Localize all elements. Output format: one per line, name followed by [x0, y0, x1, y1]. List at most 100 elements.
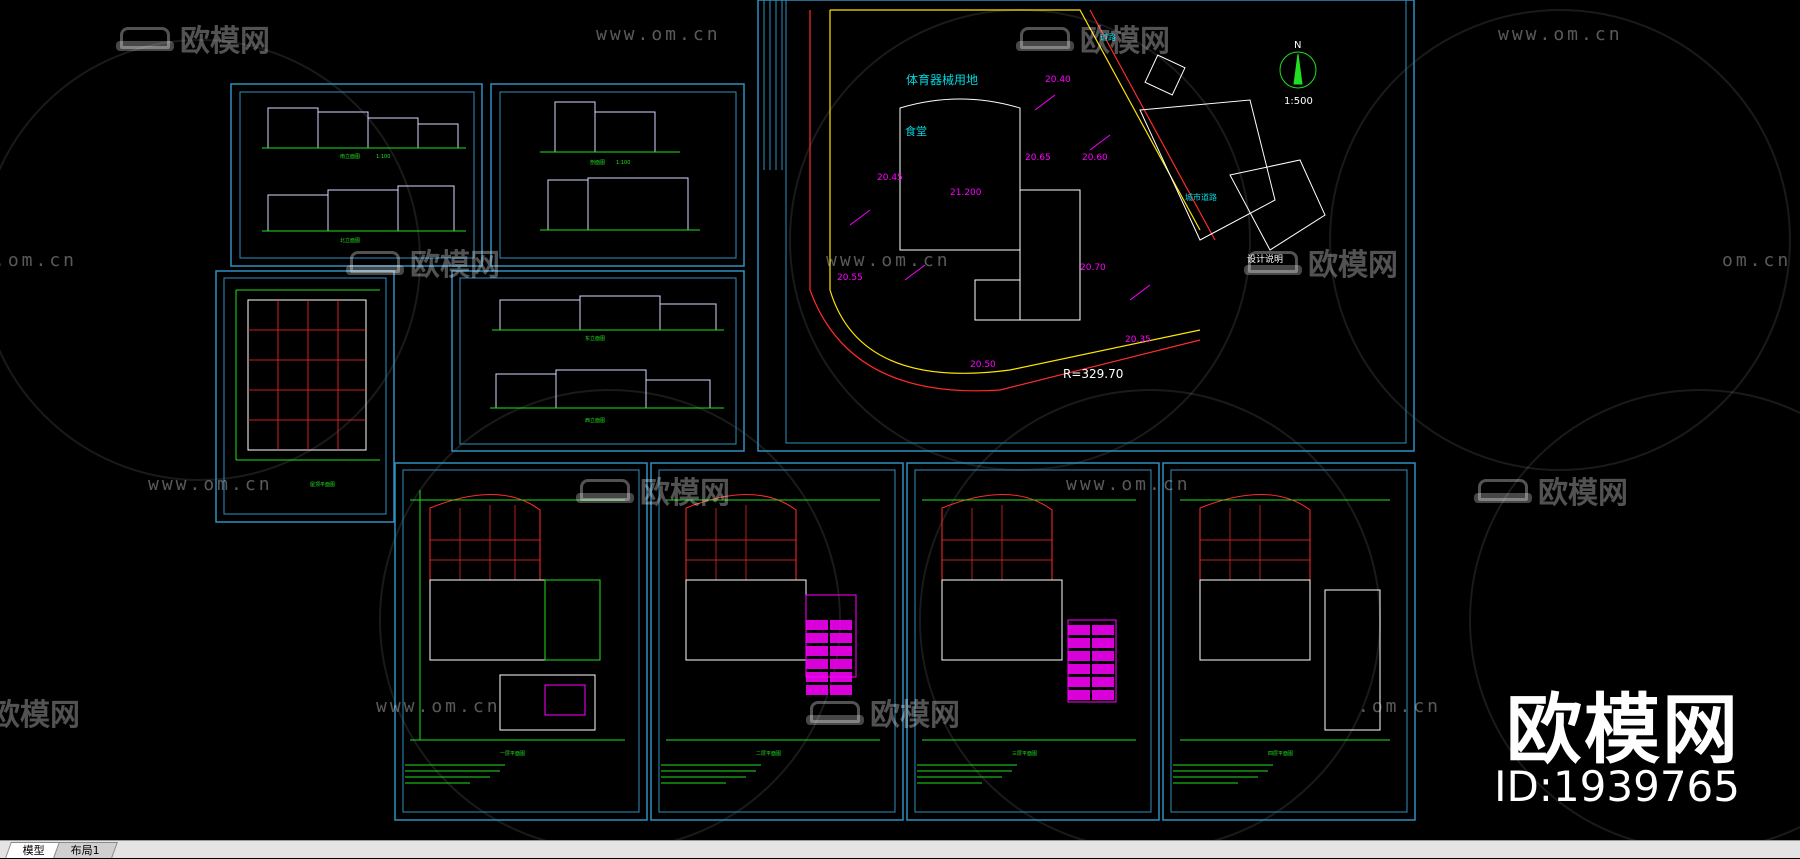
parking-space — [830, 633, 852, 643]
watermark-url-4: www.om.cn — [826, 250, 951, 271]
watermark-url-3: .om.cn — [0, 250, 78, 271]
sheet-floor-4 — [1162, 462, 1416, 821]
parking-space — [1092, 651, 1114, 661]
site-scale-label: 1:500 — [1284, 96, 1313, 107]
parking-space — [830, 672, 852, 682]
parking-space — [1068, 677, 1090, 687]
north-label: N — [1294, 40, 1301, 51]
parking-space — [806, 659, 828, 669]
watermark-url-5: om.cn — [1722, 250, 1792, 271]
plan-notes — [405, 764, 1273, 784]
roof-plan-drawing — [235, 289, 380, 461]
parking-space — [830, 646, 852, 656]
sheet-east-elevation — [451, 270, 745, 452]
sheet-section — [490, 83, 745, 267]
sofa-icon — [1474, 475, 1532, 505]
parking-space — [1068, 664, 1090, 674]
watermark-logo-text: 欧模网 — [0, 698, 80, 733]
elevation-6: 20.40 — [1045, 75, 1071, 85]
parking-space — [806, 685, 828, 695]
sofa-icon — [116, 23, 174, 53]
elevation-drawings — [262, 101, 724, 409]
site-notes-title: 设计说明 — [1247, 253, 1283, 265]
site-road-label-2: 城市道路 — [1185, 192, 1217, 202]
watermark-logo-text: 欧模网 — [1080, 24, 1170, 59]
watermark-url-1: www.om.cn — [596, 24, 721, 45]
site-radius-label: R=329.70 — [1063, 367, 1123, 381]
sheet-floor-2 — [650, 462, 904, 821]
sheet-title-north: 北立面图 — [340, 237, 360, 244]
elevation-5: 20.50 — [970, 360, 996, 370]
parking-space — [1092, 664, 1114, 674]
watermark-logo-7: 欧模网 — [0, 690, 80, 734]
parking-space — [806, 620, 828, 630]
watermark-logo-1: 欧模网 — [116, 16, 270, 60]
elevation-9: 21.200 — [950, 188, 982, 198]
parking-space — [1092, 690, 1114, 700]
floor-plan-1 — [410, 490, 625, 741]
parking-grids — [806, 620, 1114, 700]
sheet-title-floor-2: 二层平面图 — [756, 751, 781, 757]
sheet-site-plan — [757, 0, 1415, 452]
sofa-icon — [806, 697, 864, 727]
parking-space — [1092, 638, 1114, 648]
parking-space — [1068, 690, 1090, 700]
site-plan-texts: 体育器械用地 食堂 N 1:500 R=329.70 设计说明 道路 城市道路 … — [837, 32, 1313, 381]
sofa-icon — [576, 475, 634, 505]
sofa-icon — [1016, 23, 1074, 53]
watermark-logo-text: 欧模网 — [1538, 476, 1628, 511]
sheet-title-floor-3: 三层平面图 — [1012, 751, 1037, 757]
parking-space — [1092, 625, 1114, 635]
tab-layout-1[interactable]: 布局1 — [53, 842, 118, 858]
sheet-titles: 南立面图 北立面图 剖面图 东立面图 西立面图 屋顶平面图 一层平面图 二层平面… — [310, 153, 1293, 757]
parking-space — [830, 620, 852, 630]
site-title-strip — [763, 0, 783, 170]
watermark-logo-4: 欧模网 — [1244, 240, 1398, 284]
site-zone-label: 体育器械用地 — [906, 72, 978, 87]
watermark-url-2: www.om.cn — [1498, 24, 1623, 45]
watermark-logo-text: 欧模网 — [410, 248, 500, 283]
sheet-title-floor-4: 四层平面图 — [1268, 751, 1293, 757]
brand-id: ID:1939765 — [1494, 762, 1740, 811]
watermark-logo-5: 欧模网 — [576, 468, 730, 512]
site-road-label: 道路 — [1100, 32, 1116, 42]
site-building-label: 食堂 — [905, 124, 927, 138]
floor-plan-4 — [1180, 494, 1390, 741]
sheet-scale-section: 1:100 — [616, 160, 630, 166]
parking-space — [1092, 677, 1114, 687]
watermark-url-9: .om.cn — [1358, 696, 1442, 717]
sheet-frames — [215, 0, 1416, 821]
watermark-logo-3: 欧模网 — [346, 240, 500, 284]
watermark-url-6: www.om.cn — [148, 474, 273, 495]
watermark-logo-2: 欧模网 — [1016, 16, 1170, 60]
parking-space — [830, 685, 852, 695]
sheet-title-west: 西立面图 — [585, 417, 605, 424]
parking-space — [806, 646, 828, 656]
site-plan-drawing — [809, 9, 1326, 392]
parking-space — [1068, 638, 1090, 648]
watermark-logo-text: 欧模网 — [640, 476, 730, 511]
sheet-title-east: 东立面图 — [585, 335, 605, 342]
watermark-logo-text: 欧模网 — [1308, 248, 1398, 283]
watermark-logo-6: 欧模网 — [1474, 468, 1628, 512]
parking-space — [1068, 651, 1090, 661]
cad-model-space[interactable]: 体育器械用地 食堂 N 1:500 R=329.70 设计说明 道路 城市道路 … — [0, 0, 1800, 840]
sheet-title-south: 南立面图 — [340, 153, 360, 160]
watermark-url-8: www.om.cn — [376, 696, 501, 717]
elevation-8: 20.35 — [1125, 335, 1151, 345]
floor-plan-2 — [666, 494, 880, 741]
sheet-scale-south: 1:100 — [376, 154, 390, 160]
parking-space — [1068, 625, 1090, 635]
sofa-icon — [1244, 247, 1302, 277]
parking-space — [806, 672, 828, 682]
elevation-3: 20.65 — [1025, 153, 1051, 163]
parking-space — [806, 633, 828, 643]
sofa-icon — [346, 247, 404, 277]
parking-space — [830, 659, 852, 669]
sheet-title-section: 剖面图 — [590, 159, 605, 166]
watermark-logo-text: 欧模网 — [180, 24, 270, 59]
elevation-4: 20.60 — [1082, 153, 1108, 163]
elevation-2: 20.55 — [837, 273, 863, 283]
sheet-title-roof: 屋顶平面图 — [310, 482, 335, 488]
sheet-floor-1 — [394, 462, 648, 821]
